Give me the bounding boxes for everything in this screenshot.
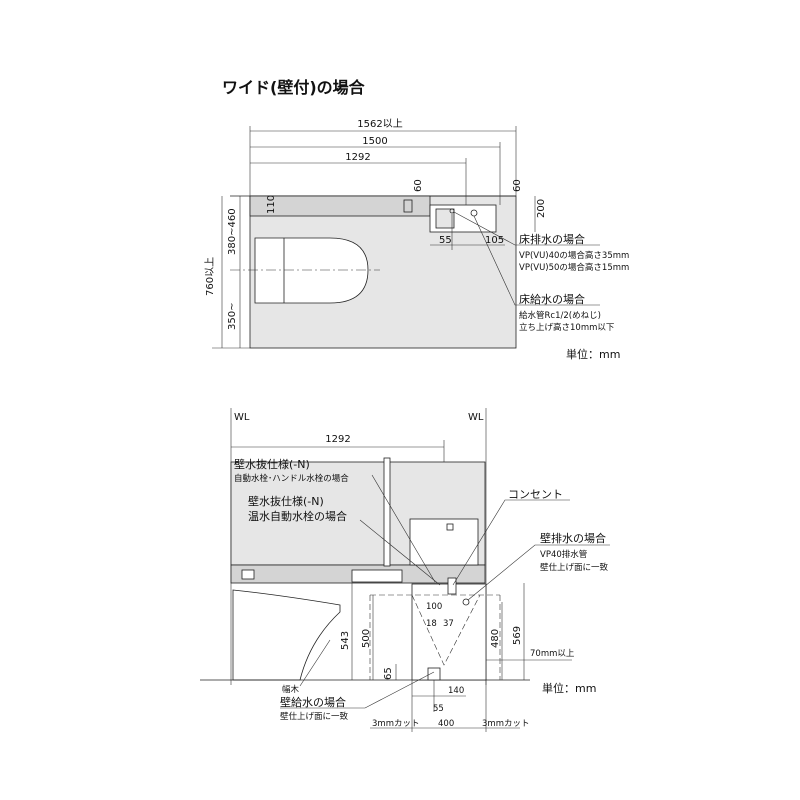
leader-baseboard: [299, 639, 331, 687]
wl-left: WL: [234, 412, 250, 423]
drain-fitting: [447, 577, 457, 595]
plan-counter: [249, 195, 431, 217]
faucet-box-indicator: [446, 523, 454, 531]
dim-480: 480: [490, 629, 501, 648]
dim-140: 140: [448, 686, 464, 696]
wall-drain-outlet: [462, 598, 470, 606]
floor-drain-line1: VP(VU)40の場合高さ35mm: [519, 250, 629, 261]
floor-drain-title: 床排水の場合: [519, 232, 585, 246]
wall-drain-n2-sub: 温水自動水栓の場合: [248, 509, 347, 523]
dim-60a: 60: [413, 179, 424, 192]
plan-toilet: [254, 237, 369, 304]
leader-floor-supply: [473, 215, 600, 306]
leader-wall-drain: [467, 544, 610, 601]
dim-543: 543: [340, 631, 351, 650]
dim-500: 500: [361, 629, 372, 648]
elevation-view: WL WL 1292 100 18 37: [200, 408, 610, 732]
counter-light: [241, 569, 255, 580]
dim-37: 37: [443, 619, 454, 629]
dim-side-55: 55: [433, 704, 444, 714]
counter-faucet-base: [351, 569, 403, 583]
dim-70: 70mm以上: [530, 649, 575, 659]
cabinet-access-dashed: [411, 594, 481, 666]
dim-380: 380~460: [227, 208, 238, 255]
wall-drain-n-sub: 自動水栓･ハンドル水栓の場合: [234, 473, 349, 484]
dim-200: 200: [536, 199, 547, 218]
wall-drain-n-title: 壁水抜仕様(-N): [234, 457, 310, 471]
leader-wall-supply: [280, 671, 435, 709]
wall-drain-line1: VP40排水管: [540, 549, 587, 560]
plan-unit: 単位：mm: [566, 347, 620, 361]
dim-55: 55: [439, 235, 452, 246]
elevation-unit: 単位：mm: [542, 681, 596, 695]
baseboard-label: 幅木: [282, 684, 300, 695]
wall-supply-title: 壁給水の場合: [280, 695, 346, 709]
wall-drain-title: 壁排水の場合: [540, 531, 606, 545]
dim-350: 350~: [227, 303, 238, 330]
floor-drain-line2: VP(VU)50の場合高さ15mm: [519, 262, 629, 273]
dim-side-1292: 1292: [325, 434, 350, 445]
leader-wall-drain-n2: [359, 519, 441, 586]
dim-400: 400: [438, 719, 454, 729]
floor-supply-title: 床給水の場合: [519, 292, 585, 306]
outlet-label: コンセント: [508, 488, 563, 501]
leader-outlet: [452, 499, 570, 586]
leader-floor-drain: [453, 211, 600, 246]
plan-drain-hole: [449, 208, 455, 214]
elevation-toilet: [232, 589, 341, 681]
dim-1562: 1562以上: [357, 118, 402, 130]
dim-100: 100: [426, 602, 442, 612]
leader-wall-drain-n: [371, 474, 436, 583]
plan-view: 1562以上 1500 1292 60 60 110 200 55 105 76…: [204, 118, 629, 361]
dim-65: 65: [383, 667, 394, 680]
wall-drain-n2-title: 壁水抜仕様(-N): [248, 494, 324, 508]
wall-drain-line2: 壁仕上げ面に一致: [540, 562, 609, 573]
plan-small-part: [403, 199, 413, 213]
plan-faucet-box-inner: [435, 208, 455, 229]
dim-1500: 1500: [362, 136, 387, 147]
floor-supply-line1: 給水管Rc1/2(めねじ): [519, 310, 601, 321]
dim-18: 18: [426, 619, 437, 629]
cut-left: 3mmカット: [372, 719, 419, 729]
wl-right: WL: [468, 412, 484, 423]
dim-105: 105: [485, 235, 504, 246]
faucet-pipe: [383, 457, 391, 567]
wall-supply-line1: 壁仕上げ面に一致: [280, 711, 349, 722]
faucet-box: [409, 518, 479, 566]
dim-569: 569: [512, 626, 523, 645]
dim-760: 760以上: [204, 257, 216, 296]
dim-110: 110: [266, 195, 277, 214]
cabinet-outline: [411, 583, 487, 681]
dim-60b: 60: [512, 179, 523, 192]
floor-supply-line2: 立ち上げ高さ10mm以下: [519, 322, 615, 333]
dim-1292: 1292: [345, 152, 370, 163]
drawing-title: ワイド(壁付)の場合: [222, 78, 366, 97]
cut-right: 3mmカット: [482, 719, 529, 729]
